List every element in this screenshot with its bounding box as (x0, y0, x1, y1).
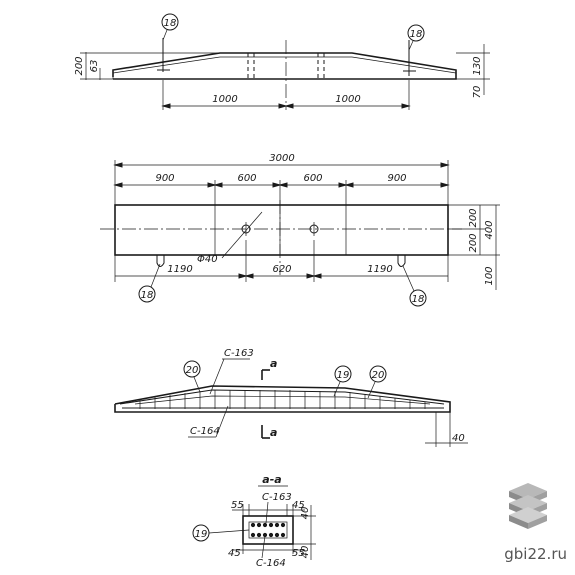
plan-dim-h-total: 400 (484, 220, 495, 239)
reinf-c163-leader (209, 358, 225, 395)
section-dim-top-right: 45 (292, 500, 305, 511)
reinf-end-dim-label: 40 (452, 433, 465, 444)
callout-20-left-circle (183, 360, 201, 378)
reinf-cage-top (119, 389, 445, 405)
plan-dim-seg1: 900 (155, 173, 174, 184)
callout-19: 19 (337, 370, 350, 381)
callout-18-side-right-circle (407, 24, 425, 42)
section-c164-leader (261, 535, 266, 559)
plan-dim-h-extra: 100 (484, 266, 495, 285)
callout-20-left-leader (193, 376, 201, 393)
plan-dim-bottom-right: 1190 (367, 264, 392, 275)
side-dim-h-right-bottom: 70 (472, 86, 483, 99)
section-dim-bottom-right: 55 (292, 548, 305, 559)
side-dim-arrow-1 (161, 103, 171, 109)
callout-18-side-right: 18 (410, 29, 423, 40)
section-outline (242, 515, 294, 545)
section-bars (250, 522, 286, 538)
callout-19-circle (334, 365, 352, 383)
callout-20-left: 20 (186, 365, 199, 376)
section-label-c163: C-163 (262, 492, 292, 503)
plan-dim-overall-arrow-l (113, 162, 123, 168)
callout-20-right-circle (369, 365, 387, 383)
callout-18-side-left: 18 (164, 18, 177, 29)
side-elevation-view: 18 18 1000 1000 200 63 130 70 (74, 13, 490, 110)
side-dim-h-right-top: 130 (472, 56, 483, 75)
callout-18-side-left-leader (162, 29, 168, 41)
reinf-label-c164: C-164 (190, 426, 220, 437)
plan-loop-right (397, 255, 406, 267)
plan-dim-bot-arrow-3 (306, 273, 316, 279)
plan-dim-seg-arrow-6 (338, 182, 348, 188)
side-dim-right-span: 1000 (335, 94, 360, 105)
plan-dim-bottom-mid: 620 (272, 264, 291, 275)
plan-view: Φ40 3000 900 600 600 900 1190 620 1190 (100, 153, 500, 307)
beam-side-inner-left (112, 56, 221, 74)
plan-dim-seg-arrow-7 (344, 182, 354, 188)
reinf-outline (114, 385, 451, 413)
side-dim-left-span: 1000 (212, 94, 237, 105)
plan-hole-label: Φ40 (197, 254, 218, 265)
callout-18-plan-right-leader (402, 265, 415, 292)
side-dim-arrow-2 (278, 103, 288, 109)
plan-hole-leader (221, 211, 263, 259)
callout-20-right: 20 (372, 370, 385, 381)
callout-19-leader (333, 381, 341, 397)
plan-dim-bot-arrow-1 (238, 273, 248, 279)
plan-dim-seg3: 600 (303, 173, 322, 184)
plan-dim-overall: 3000 (269, 153, 294, 164)
section-dim-bottom-left: 45 (228, 548, 241, 559)
plan-dim-bot-arrow-2 (244, 273, 254, 279)
plan-dim-seg-arrow-3 (213, 182, 223, 188)
plan-dim-seg-arrow-5 (278, 182, 288, 188)
plan-loop-left (156, 255, 165, 267)
callout-18-side-right-leader (408, 40, 414, 51)
plan-dim-seg2: 600 (237, 173, 256, 184)
plan-dim-bottom-left: 1190 (167, 264, 192, 275)
callout-18-plan-right: 18 (412, 294, 425, 305)
section-dim-right-top: 40 (300, 507, 311, 520)
plan-dim-h-bottom: 200 (468, 233, 479, 252)
plan-dim-seg-arrow-2 (207, 182, 217, 188)
reinf-label-c163: C-163 (224, 348, 254, 359)
reinf-cage-mid (134, 395, 431, 405)
section-label-c164: C-164 (256, 558, 286, 569)
callout-19-section-leader (208, 529, 250, 534)
plan-dim-seg-arrow-8 (440, 182, 450, 188)
section-dim-right-bottom: 40 (300, 546, 311, 559)
callout-19-section: 19 (195, 529, 208, 540)
callout-18-side-left-circle (161, 13, 179, 31)
plan-dim-seg-arrow-4 (272, 182, 282, 188)
plan-dim-seg4: 900 (387, 173, 406, 184)
side-dim-arrow-4 (401, 103, 411, 109)
callout-18-plan-left-circle (138, 285, 156, 303)
plan-dim-h-top: 200 (468, 208, 479, 227)
side-dim-h-left-end: 63 (89, 60, 100, 73)
reinf-stirrups (139, 390, 426, 409)
plan-dim-overall-arrow-r (440, 162, 450, 168)
callout-18-plan-left: 18 (141, 290, 154, 301)
section-dim-top-left: 55 (231, 500, 244, 511)
side-dim-h-left-total: 200 (74, 56, 85, 75)
reinforcement-view: a a C-163 C-164 20 19 20 40 (114, 348, 468, 447)
callout-20-right-leader (367, 381, 376, 399)
plan-dim-seg-arrow-1 (113, 182, 123, 188)
section-c163-leader (265, 501, 269, 524)
plan-outline (114, 204, 449, 256)
callout-18-plan-left-leader (150, 263, 161, 288)
reinf-c164-leader (215, 405, 229, 438)
watermark-text[interactable]: gbi22.ru (504, 545, 567, 563)
section-title: a-a (262, 473, 281, 486)
beam-side-inner-right (351, 56, 457, 74)
section-label-top: a (270, 357, 277, 370)
gbi-logo-icon (509, 483, 547, 529)
section-a-a-view: a-a 55 45 C-163 45 55 (192, 473, 316, 569)
callout-18-plan-right-circle (409, 289, 427, 307)
section-label-bottom: a (270, 426, 277, 439)
side-dim-arrow-3 (284, 103, 294, 109)
plan-dim-bot-arrow-4 (312, 273, 322, 279)
